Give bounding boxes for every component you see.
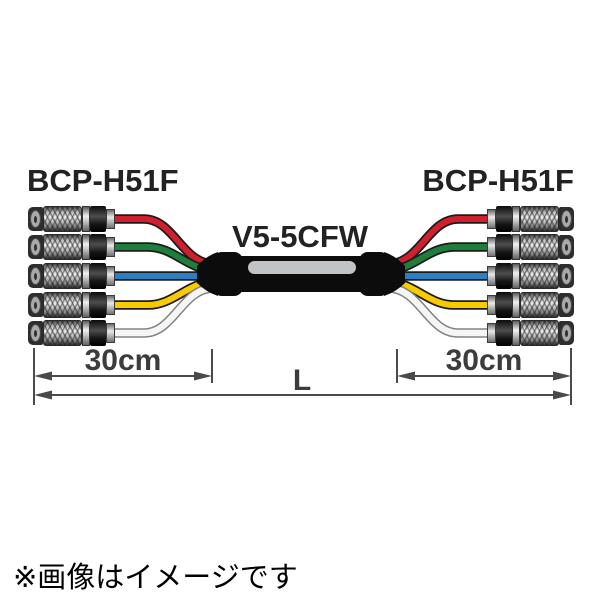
bnc-connector-left-1	[28, 206, 115, 232]
dimension-label-right: 30cm	[445, 344, 523, 377]
dimension-lines	[33, 348, 572, 405]
bnc-front-cap-icon	[28, 293, 43, 317]
bnc-black-ring	[90, 320, 106, 346]
bnc-front-cap-icon	[559, 235, 574, 259]
bnc-ferrule	[106, 209, 115, 229]
bnc-black-ring	[90, 234, 106, 260]
bnc-knurled-body	[43, 292, 82, 318]
bnc-knurled-body	[520, 263, 559, 289]
bnc-ferrule	[106, 266, 115, 286]
bnc-front-cap-icon	[559, 264, 574, 288]
bnc-silver-ring	[82, 206, 90, 232]
bnc-front-cap-icon	[559, 321, 574, 345]
wire-red-right	[387, 214, 496, 269]
bnc-silver-ring	[512, 320, 520, 346]
bnc-front-cap-icon	[28, 264, 43, 288]
bnc-front-cap-icon	[559, 207, 574, 231]
bnc-black-ring	[496, 263, 512, 289]
dimension-label-total-length: L	[292, 364, 312, 397]
bnc-knurled-body	[520, 292, 559, 318]
bnc-ferrule	[487, 266, 496, 286]
bnc-silver-ring	[512, 206, 520, 232]
bnc-connector-left-5	[28, 320, 115, 346]
bnc-silver-ring	[512, 292, 520, 318]
bnc-ferrule	[106, 295, 115, 315]
bnc-knurled-body	[43, 206, 82, 232]
bnc-ferrule	[487, 295, 496, 315]
bnc-black-ring	[90, 206, 106, 232]
bnc-connector-right-1	[487, 206, 574, 232]
bnc-front-cap-icon	[559, 293, 574, 317]
bnc-black-ring	[90, 292, 106, 318]
bnc-black-ring	[496, 320, 512, 346]
bnc-connector-right-4	[487, 292, 574, 318]
bnc-knurled-body	[43, 234, 82, 260]
connector-model-label-left: BCP-H51F	[27, 163, 179, 198]
bnc-connector-right-2	[487, 234, 574, 260]
cable-highlight-stripe	[248, 261, 356, 274]
bnc-connector-left-2	[28, 234, 115, 260]
bnc-knurled-body	[43, 320, 82, 346]
bnc-black-ring	[496, 206, 512, 232]
bnc-knurled-body	[520, 234, 559, 260]
bnc-front-cap-icon	[28, 321, 43, 345]
bnc-ferrule	[106, 237, 115, 257]
wire-red-left	[106, 214, 215, 269]
bnc-black-ring	[496, 234, 512, 260]
bnc-ferrule	[487, 209, 496, 229]
bnc-silver-ring	[82, 320, 90, 346]
bnc-black-ring	[496, 292, 512, 318]
wire-white-left	[106, 283, 215, 338]
bnc-silver-ring	[512, 234, 520, 260]
bnc-silver-ring	[82, 234, 90, 260]
bnc-silver-ring	[82, 263, 90, 289]
bnc-ferrule	[106, 323, 115, 343]
bnc-silver-ring	[512, 263, 520, 289]
connector-model-label-right: BCP-H51F	[422, 163, 574, 198]
wire-white-right	[387, 283, 496, 338]
image-disclaimer-note: ※画像はイメージです	[13, 562, 298, 594]
bnc-connector-left-4	[28, 292, 115, 318]
bnc-black-ring	[90, 263, 106, 289]
dimension-label-left: 30cm	[84, 344, 162, 377]
bnc-connector-right-5	[487, 320, 574, 346]
bnc-ferrule	[487, 323, 496, 343]
bnc-connector-right-3	[487, 263, 574, 289]
main-cable	[197, 252, 405, 296]
bnc-ferrule	[487, 237, 496, 257]
bnc-silver-ring	[82, 292, 90, 318]
bnc-knurled-body	[520, 320, 559, 346]
cable-model-label: V5-5CFW	[231, 219, 369, 254]
bnc-front-cap-icon	[28, 235, 43, 259]
bnc-front-cap-icon	[28, 207, 43, 231]
bnc-knurled-body	[520, 206, 559, 232]
bnc-connector-left-3	[28, 263, 115, 289]
bnc-knurled-body	[43, 263, 82, 289]
